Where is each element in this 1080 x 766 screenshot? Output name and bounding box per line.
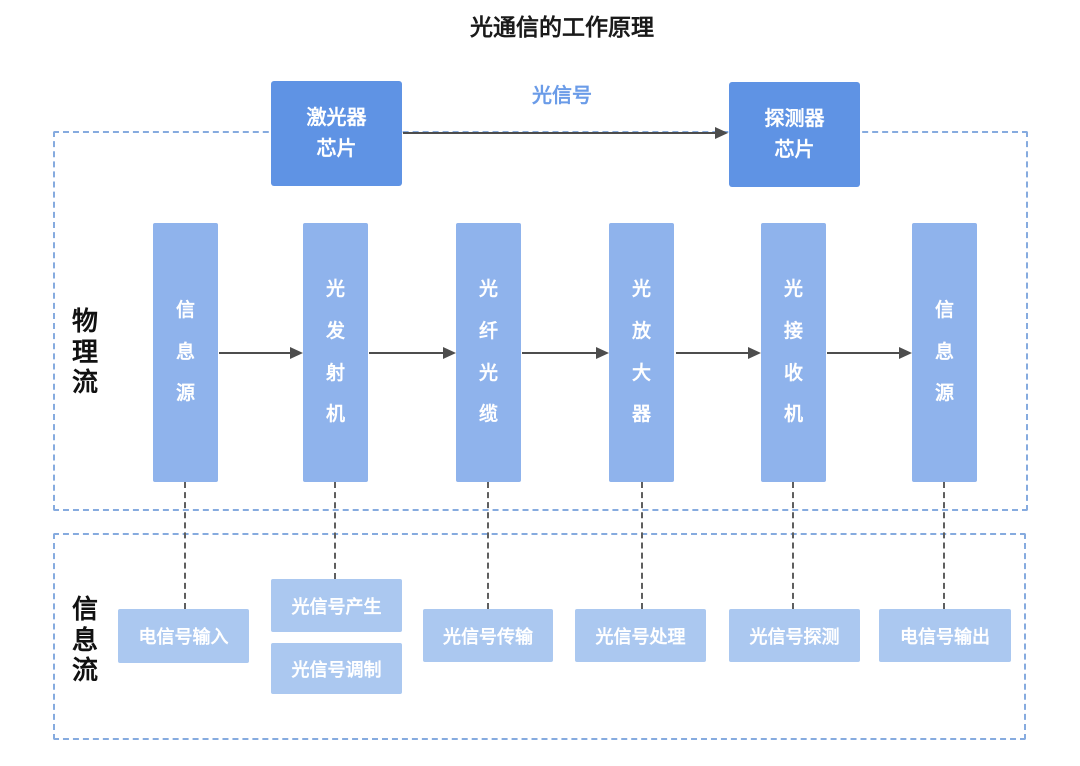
physical-node-label: 光纤光缆: [478, 278, 498, 426]
physical-node-optical-amplifier: 光放大器: [609, 223, 674, 482]
physical-node-fiber-cable: 光纤光缆: [456, 223, 521, 482]
physical-node-optical-receiver: 光接收机: [761, 223, 826, 482]
information-flow-frame: [53, 533, 1026, 740]
detector-chip-node: 探测器 芯片: [729, 82, 860, 187]
flow-arrow-4-line: [676, 351, 748, 355]
dashed-connector-5: [792, 482, 794, 609]
dashed-connector-2: [334, 482, 336, 579]
flow-arrow-4-arrowhead-icon: [748, 346, 761, 359]
laser-to-detector-arrow-line: [403, 131, 715, 134]
info-node-optical-signal-transmission: 光信号传输: [423, 609, 553, 662]
flow-arrow-3-line: [522, 351, 596, 355]
flow-arrow-2-line: [369, 351, 443, 355]
info-node-electrical-signal-input: 电信号输入: [118, 609, 249, 663]
laser-chip-node: 激光器 芯片: [271, 81, 402, 186]
flow-arrow-2-arrowhead-icon: [443, 346, 456, 359]
physical-node-information-sink: 信息源: [912, 223, 977, 482]
dashed-connector-3: [487, 482, 489, 609]
info-node-optical-signal-modulation: 光信号调制: [271, 643, 402, 694]
physical-node-information-source: 信息源: [153, 223, 218, 482]
physical-node-optical-transmitter: 光发射机: [303, 223, 368, 482]
laser-to-detector-arrowhead-icon: [715, 126, 728, 139]
flow-arrow-1-line: [219, 351, 290, 355]
info-node-optical-signal-processing: 光信号处理: [575, 609, 706, 662]
dashed-connector-6: [943, 482, 945, 609]
information-flow-label: 信息流: [71, 594, 98, 686]
physical-node-label: 光放大器: [631, 278, 651, 426]
info-node-optical-signal-detection: 光信号探测: [729, 609, 860, 662]
physical-node-label: 信息源: [175, 299, 195, 405]
physical-node-label: 光接收机: [783, 278, 803, 426]
flow-arrow-5-arrowhead-icon: [899, 346, 912, 359]
flow-arrow-5-line: [827, 351, 899, 355]
physical-flow-label: 物理流: [71, 306, 98, 398]
flow-arrow-1-arrowhead-icon: [290, 346, 303, 359]
info-node-optical-signal-generation: 光信号产生: [271, 579, 402, 632]
diagram-title: 光通信的工作原理: [470, 14, 654, 40]
physical-node-label: 光发射机: [325, 278, 345, 426]
dashed-connector-4: [641, 482, 643, 609]
optical-signal-label: 光信号: [532, 85, 592, 107]
physical-node-label: 信息源: [934, 299, 954, 405]
info-node-electrical-signal-output: 电信号输出: [879, 609, 1011, 662]
flow-arrow-3-arrowhead-icon: [596, 346, 609, 359]
dashed-connector-1: [184, 482, 186, 609]
